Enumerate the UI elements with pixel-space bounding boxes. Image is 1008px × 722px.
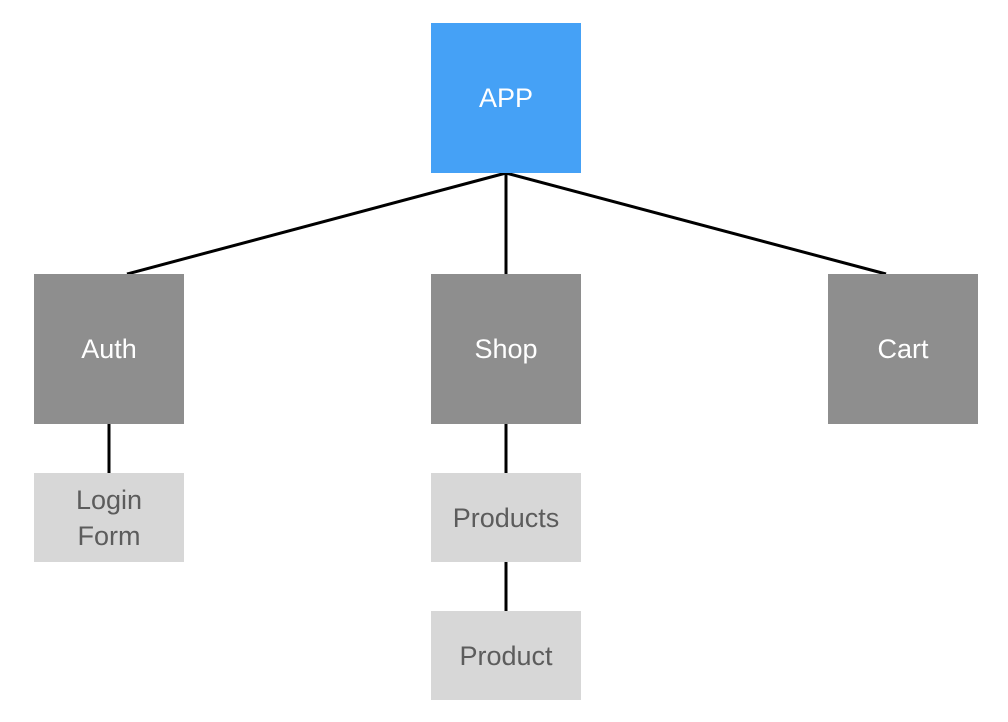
node-auth-label: Auth (81, 334, 137, 364)
edge-app-cart (505, 171, 887, 276)
node-product: Product (431, 611, 581, 700)
node-auth: Auth (34, 274, 184, 424)
node-cart: Cart (828, 274, 978, 424)
node-app: APP (431, 23, 581, 173)
node-products: Products (431, 473, 581, 562)
node-shop: Shop (431, 274, 581, 424)
node-login-form-label: Login Form (75, 484, 143, 551)
node-products-label: Products (452, 502, 560, 533)
node-product-label: Product (459, 640, 553, 671)
node-shop-label: Shop (474, 334, 538, 364)
node-login-form: Login Form (34, 473, 184, 562)
node-app-label: APP (478, 83, 534, 113)
edge-app-auth (126, 171, 507, 276)
node-cart-label: Cart (877, 334, 929, 364)
